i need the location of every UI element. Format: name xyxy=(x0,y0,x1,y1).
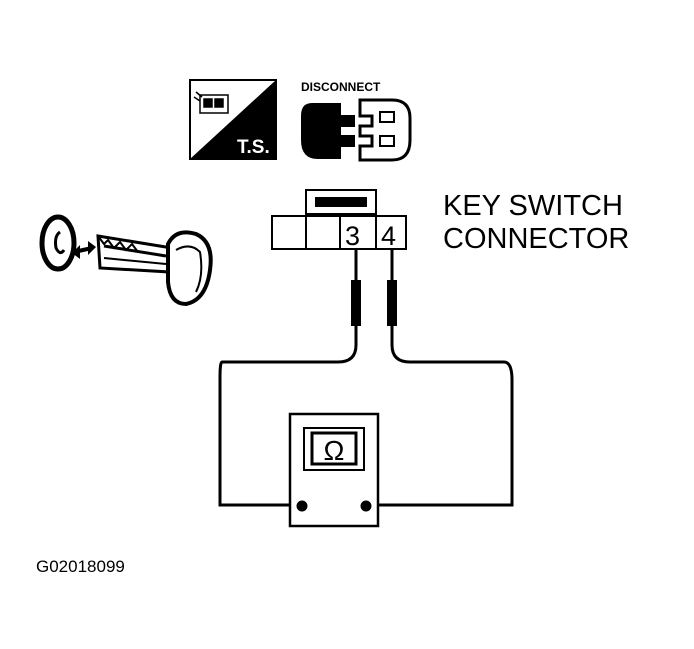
disconnect-label: DISCONNECT xyxy=(301,80,381,94)
probe-tip-right xyxy=(387,280,397,326)
pin-3-label: 3 xyxy=(345,221,360,251)
meter-terminal-right xyxy=(360,500,372,512)
connector-title-line1: KEY SWITCH xyxy=(443,190,623,222)
meter-terminal-left xyxy=(296,500,308,512)
ts-label: T.S. xyxy=(237,137,270,158)
key-switch-connector xyxy=(271,189,407,250)
disconnect-icon: DISCONNECT xyxy=(301,80,412,162)
ohmmeter xyxy=(288,412,380,528)
connector-pictogram-icon xyxy=(193,91,229,114)
probe-leads xyxy=(218,249,514,507)
ignition-key-icon xyxy=(39,214,213,307)
pin-4-label: 4 xyxy=(381,221,396,251)
ohm-symbol: Ω xyxy=(324,435,345,466)
connector-title-line2: CONNECTOR xyxy=(443,223,629,255)
figure-code: G02018099 xyxy=(36,557,125,576)
troubleshooting-icon: T.S. xyxy=(189,79,277,160)
probe-tip-left xyxy=(351,280,361,326)
